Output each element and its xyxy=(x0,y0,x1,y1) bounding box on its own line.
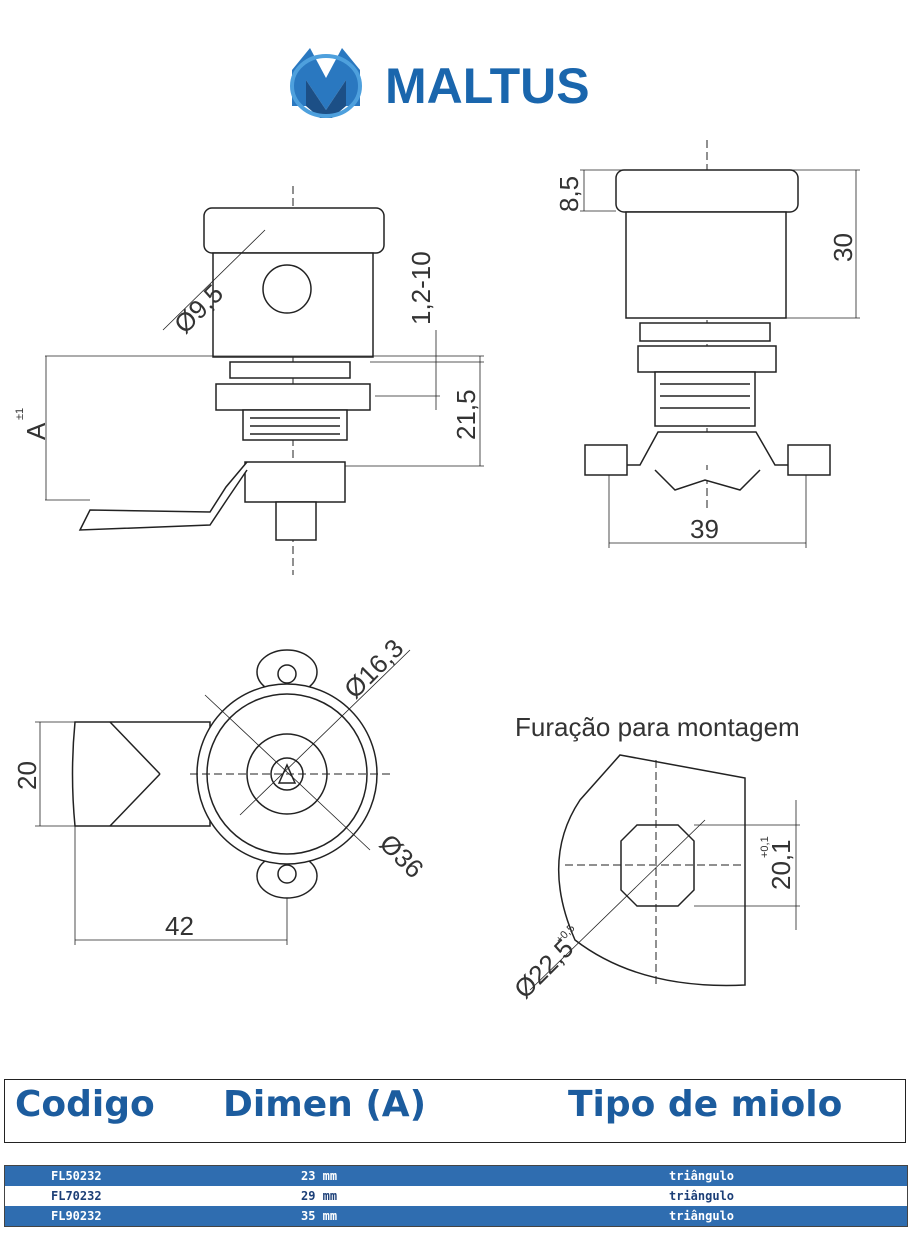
dim-a-tol: ±1 xyxy=(14,408,26,420)
cell-type: triângulo xyxy=(669,1189,735,1203)
dim-a: A xyxy=(21,422,51,440)
table-row: FL90232 35 mm triângulo xyxy=(5,1206,907,1226)
product-table: FL50232 23 mm triângulo FL70232 29 mm tr… xyxy=(4,1165,908,1227)
table-row: FL50232 23 mm triângulo xyxy=(5,1166,907,1186)
dim-d20: 20 xyxy=(12,761,42,790)
dim-range: 1,2-10 xyxy=(406,251,436,325)
cell-code: FL70232 xyxy=(51,1189,102,1203)
cell-code: FL50232 xyxy=(51,1169,102,1183)
header-type: Tipo de miolo xyxy=(568,1084,843,1125)
dim-d39: 39 xyxy=(690,514,719,544)
header-dim: Dimen (A) xyxy=(223,1084,427,1125)
technical-drawing: MALTUS Ø9,5 1,2-10 A ±1 21,5 xyxy=(12,45,860,1005)
cell-type: triângulo xyxy=(669,1209,735,1223)
dim-d201-tol: +0,1 xyxy=(759,836,771,858)
cell-dim: 35 mm xyxy=(301,1209,338,1223)
dim-d201: 20,1 xyxy=(766,839,796,890)
top-view xyxy=(35,649,411,945)
front-view xyxy=(580,140,860,548)
cell-dim: 23 mm xyxy=(301,1169,338,1183)
brand-name: MALTUS xyxy=(385,58,590,114)
mounting-cutout xyxy=(529,754,800,991)
cell-type: triângulo xyxy=(669,1169,735,1183)
header-code: Codigo xyxy=(15,1084,155,1125)
dim-d42: 42 xyxy=(165,911,194,941)
table-header: Codigo Dimen (A) Tipo de miolo xyxy=(4,1079,906,1143)
dim-d163: Ø16,3 xyxy=(338,633,409,704)
dim-d215: 21,5 xyxy=(451,389,481,440)
dim-d225: Ø22,5 xyxy=(508,933,579,1004)
maltus-m-logo-icon xyxy=(290,48,362,118)
cell-dim: 29 mm xyxy=(301,1189,338,1203)
mount-title: Furação para montagem xyxy=(515,712,800,742)
dim-d30: 30 xyxy=(828,233,858,262)
dim-d36: Ø36 xyxy=(374,828,430,884)
side-view xyxy=(45,186,484,575)
maltus-logo: MALTUS xyxy=(268,45,640,125)
table-row: FL70232 29 mm triângulo xyxy=(5,1186,907,1206)
dim-d85: 8,5 xyxy=(554,176,584,212)
cell-code: FL90232 xyxy=(51,1209,102,1223)
